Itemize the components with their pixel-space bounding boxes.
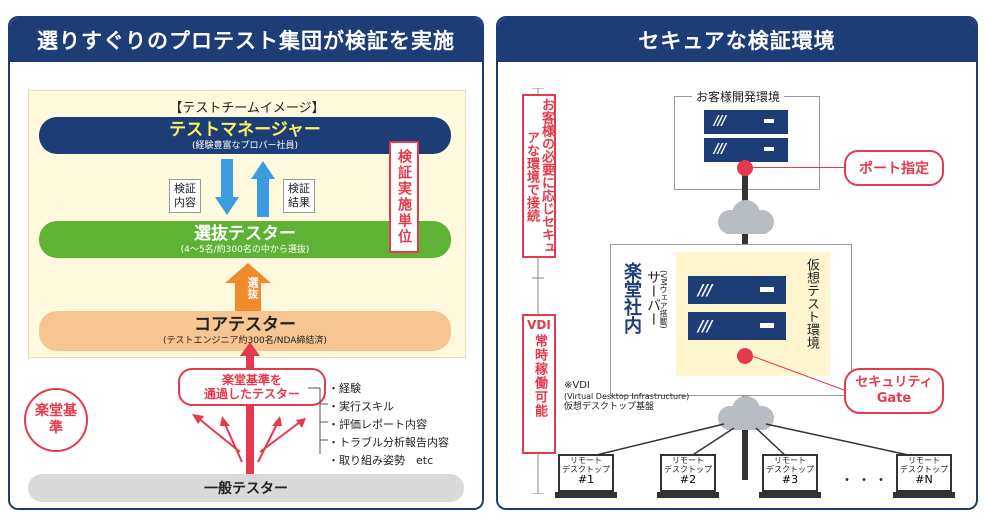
laptop-base-icon: [893, 492, 955, 498]
server-stripes-icon: ///: [698, 281, 712, 299]
selection-arrow-label: 選抜: [246, 277, 259, 299]
laptop-base-icon: [657, 492, 719, 498]
server-sub-label: (VMウェア搭載): [659, 270, 668, 329]
passed-line1: 楽堂基準を: [221, 373, 282, 387]
core-tester-title: コアテスター: [194, 315, 296, 335]
criteria-circle-label: 楽堂基準: [35, 403, 77, 436]
remote-desktop-3: リモート デスクトップ #3: [759, 454, 821, 498]
server-slot: [760, 287, 774, 292]
general-tester-bar: 一般テスター: [28, 474, 464, 502]
filter-arrows-icon: [192, 342, 306, 474]
team-image-title: 【テストチームイメージ】: [169, 101, 325, 116]
port-dot: [737, 160, 753, 176]
customer-server-top: [704, 110, 788, 134]
verify-content-line2: 内容: [174, 196, 196, 209]
vdi-note-jp: 仮想デスクトップ基盤: [564, 402, 655, 412]
criteria-item: ・評価レポート内容: [328, 418, 427, 431]
verify-result-line1: 検証: [288, 182, 310, 195]
vdi-badge: VDI: [527, 318, 551, 332]
remote-desktop-num: #2: [679, 473, 697, 486]
vdi-label-box: VDI 常時稼働可能: [522, 314, 556, 454]
verify-arrows-icon: [215, 159, 275, 217]
left-panel-title: 選りすぐりのプロテスト集団が検証を実施: [10, 18, 482, 62]
remote-desktop-num: #N: [915, 473, 933, 486]
gate-dot: [737, 348, 753, 364]
team-image-box: 【テストチームイメージ】 テストマネージャー (経験豊富なプロパー社員) 検証 …: [28, 90, 466, 358]
remote-desktop-label: リモート デスクトップ: [766, 456, 814, 474]
more-dots: ・・・: [840, 473, 891, 489]
remote-desktop-label: リモート デスクトップ: [664, 456, 712, 474]
verify-unit-label: 検証実施単位: [389, 141, 419, 253]
laptop-connectors: [583, 423, 923, 459]
criteria-item: ・取り組み姿勢 etc: [328, 454, 434, 467]
port-spec-pill: ポート指定: [844, 150, 944, 186]
customer-server-bottom: [704, 138, 788, 162]
core-tester-sub: (テストエンジニア約300名/NDA締結済): [163, 336, 327, 346]
selection-arrow-icon: [225, 263, 271, 311]
down-arrow-icon: [215, 159, 239, 215]
server-stripes-icon: ///: [714, 142, 726, 157]
secure-connect-label: お客様の必要に応じセキュアな環境で接続: [522, 94, 556, 258]
criteria-item: ・実行スキル: [328, 400, 394, 413]
virtual-env-label: 仮想テスト環境: [804, 258, 819, 349]
gate-line2: Gate: [876, 391, 912, 406]
criteria-list: ・経験 ・実行スキル ・評価レポート内容 ・トラブル分析報告内容 ・取り組み姿勢…: [328, 380, 449, 470]
criteria-circle: 楽堂基準: [24, 388, 88, 452]
server-slot: [760, 323, 774, 328]
remote-desktop-num: #3: [781, 473, 799, 486]
remote-desktop-num: #1: [577, 473, 595, 486]
test-manager-sub: (経験豊富なプロパー社員): [191, 140, 299, 151]
remote-desktop-1: リモート デスクトップ #1: [555, 454, 617, 498]
left-panel: 選りすぐりのプロテスト集団が検証を実施 【テストチームイメージ】 テストマネージ…: [8, 16, 484, 510]
core-tester-bar: コアテスター (テストエンジニア約300名/NDA締結済): [39, 311, 451, 351]
test-manager-bar: テストマネージャー (経験豊富なプロパー社員): [39, 117, 451, 154]
laptop-base-icon: [555, 492, 617, 498]
passed-line2: 通過したテスター: [203, 387, 300, 401]
vdi-note-title: ※VDI: [564, 380, 590, 391]
server-label: サーバー: [645, 270, 661, 326]
selected-tester-bar: 選抜テスター (4〜5名/約300名の中から選抜): [39, 221, 451, 258]
cloud-icon: [718, 200, 774, 234]
verify-content-line1: 検証: [174, 182, 196, 195]
server-stripes-icon: ///: [714, 114, 726, 129]
passed-tester-pill: 楽堂基準を 通過したテスター: [178, 368, 326, 406]
criteria-connector: [308, 387, 328, 454]
test-manager-title: テストマネージャー: [169, 119, 321, 140]
server-stripes-icon: ///: [698, 317, 712, 335]
up-arrow-icon: [251, 161, 275, 217]
inside-company-label: 楽堂社内: [621, 262, 642, 334]
criteria-item: ・経験: [328, 382, 361, 395]
port-connector: [753, 167, 847, 168]
verify-result-line2: 結果: [288, 196, 310, 209]
remote-desktop-label: リモート デスクトップ: [562, 456, 610, 474]
security-gate-pill: セキュリティ Gate: [844, 368, 944, 414]
gate-connector: [752, 355, 845, 391]
right-panel: セキュアな検証環境 お客様の必要に応じセキュアな環境で接続 VDI 常時稼働可能…: [496, 16, 978, 510]
customer-env-label: お客様開発環境: [692, 88, 785, 105]
laptop-base-icon: [759, 492, 821, 498]
server-slot: [764, 119, 774, 123]
server-slot: [764, 147, 774, 151]
vdi-always-on: 常時稼働可能: [532, 334, 547, 418]
vdi-note-full: (Virtual Desktop Infrastructure): [564, 392, 690, 401]
remote-desktop-n: リモート デスクトップ #N: [893, 454, 955, 498]
selected-tester-title: 選抜テスター: [194, 223, 296, 244]
selected-tester-sub: (4〜5名/約300名の中から選抜): [180, 244, 310, 255]
remote-desktop-label: リモート デスクトップ: [900, 456, 948, 474]
verify-content-tag: 検証 内容: [169, 179, 201, 213]
criteria-item: ・トラブル分析報告内容: [328, 436, 449, 449]
cloud-icon: [718, 396, 774, 430]
verify-result-tag: 検証 結果: [283, 179, 315, 213]
gate-line1: セキュリティ: [855, 375, 933, 390]
right-panel-title: セキュアな検証環境: [498, 18, 976, 62]
vdi-note: ※VDI (Virtual Desktop Infrastructure) 仮想…: [564, 380, 689, 413]
remote-desktop-2: リモート デスクトップ #2: [657, 454, 719, 498]
